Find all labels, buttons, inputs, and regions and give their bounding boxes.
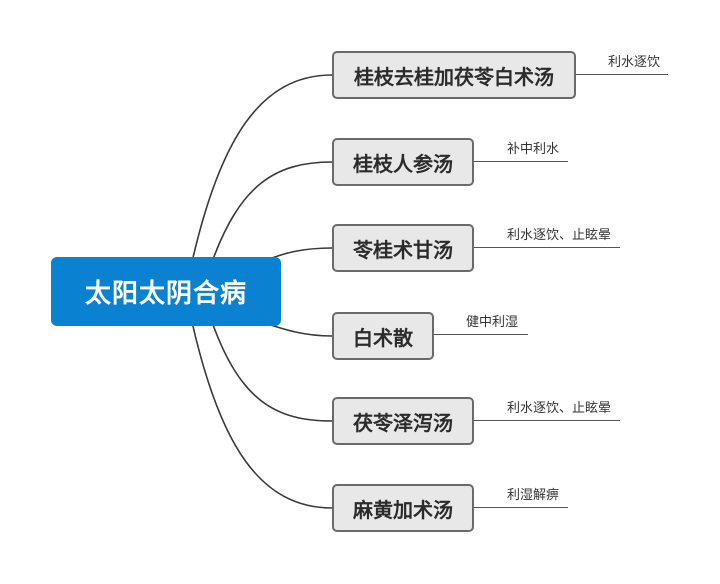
- connector-branch-5: [211, 321, 333, 422]
- root-topic[interactable]: 太阳太阴合病: [51, 257, 281, 326]
- note-2[interactable]: 补中利水: [507, 142, 560, 157]
- branch-topic-5[interactable]: 茯苓泽泻汤: [332, 397, 474, 445]
- note-3[interactable]: 利水逐饮、止眩晕: [507, 228, 612, 243]
- note-1[interactable]: 利水逐饮: [608, 55, 661, 70]
- branch-topic-6[interactable]: 麻黄加术汤: [332, 484, 474, 532]
- note-line-4: [434, 334, 528, 335]
- note-4[interactable]: 健中利湿: [466, 315, 519, 330]
- note-line-2: [474, 161, 568, 162]
- note-line-3: [474, 247, 620, 248]
- branch-topic-3[interactable]: 苓桂术甘汤: [332, 224, 474, 272]
- connector-branch-2: [211, 161, 333, 263]
- connector-branch-1: [191, 74, 333, 263]
- branch-topic-1[interactable]: 桂枝去桂加茯苓白术汤: [332, 51, 576, 99]
- note-line-5: [474, 420, 620, 421]
- connector-branch-6: [191, 321, 333, 509]
- note-6[interactable]: 利湿解痹: [507, 488, 560, 503]
- note-line-1: [576, 74, 668, 75]
- note-5[interactable]: 利水逐饮、止眩晕: [507, 401, 612, 416]
- branch-topic-2[interactable]: 桂枝人参汤: [332, 138, 474, 186]
- branch-topic-4[interactable]: 白术散: [332, 312, 434, 360]
- note-line-6: [474, 507, 568, 508]
